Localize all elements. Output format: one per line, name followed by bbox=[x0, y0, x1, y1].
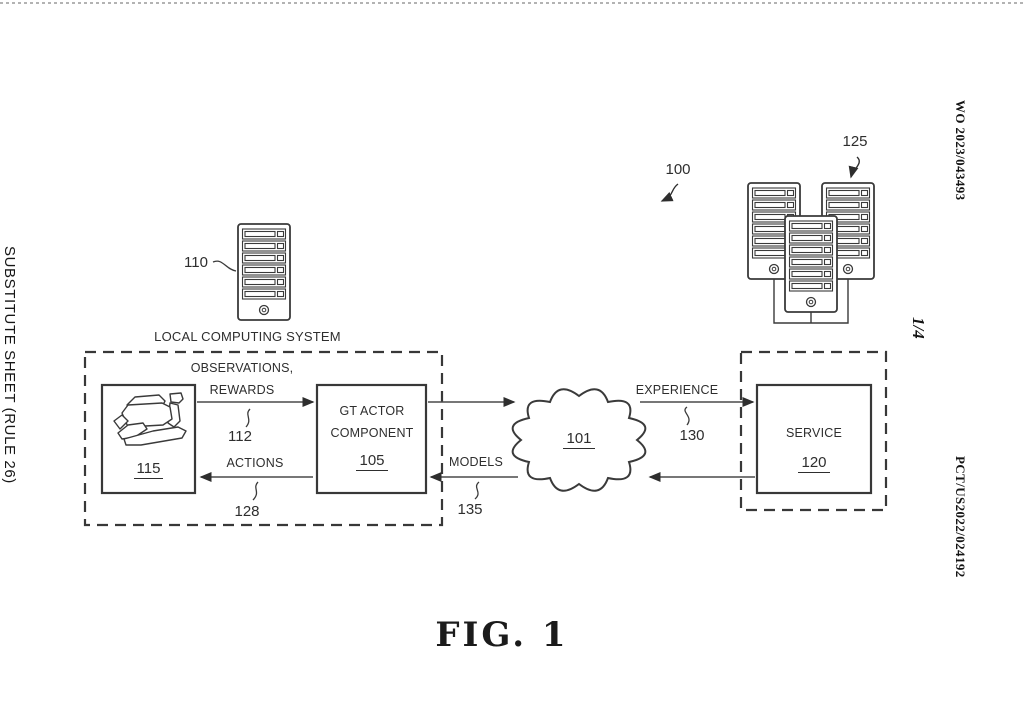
actions-label: ACTIONS bbox=[226, 456, 284, 470]
substitute-sheet-note: SUBSTITUTE SHEET (RULE 26) bbox=[1, 246, 18, 484]
ref-110: 110 bbox=[184, 254, 208, 271]
leader-112 bbox=[245, 408, 251, 428]
actor-box-line2: COMPONENT bbox=[330, 426, 414, 440]
leader-125 bbox=[848, 156, 860, 179]
figure-caption: FIG. 1 bbox=[435, 615, 569, 655]
application-number: PCT/US2022/024192 bbox=[953, 456, 968, 578]
network-cloud-icon bbox=[511, 388, 647, 492]
ref-128: 128 bbox=[234, 503, 260, 520]
leader-110 bbox=[212, 260, 237, 272]
ref-120: 120 bbox=[798, 454, 830, 473]
actor-box bbox=[315, 383, 428, 495]
service-box-ref: 120 bbox=[758, 454, 870, 473]
leader-128 bbox=[252, 481, 259, 501]
ref-105: 105 bbox=[356, 452, 388, 471]
experience-label: EXPERIENCE bbox=[635, 383, 719, 397]
models-label: MODELS bbox=[449, 455, 503, 469]
flow-leaders bbox=[245, 406, 690, 501]
service-box bbox=[755, 383, 873, 495]
sheet-number: 1/4 bbox=[909, 317, 928, 339]
publication-number: WO 2023/043493 bbox=[953, 100, 968, 201]
flow-arrows bbox=[197, 397, 755, 482]
ref-101: 101 bbox=[563, 430, 595, 449]
game-box-ref: 115 bbox=[102, 460, 195, 479]
observations-label-line2: REWARDS bbox=[209, 383, 275, 397]
actor-box-line1: GT ACTOR bbox=[339, 404, 405, 418]
ref-100: 100 bbox=[665, 161, 691, 178]
cloud-ref: 101 bbox=[529, 430, 629, 449]
server-tower-icon bbox=[237, 223, 291, 321]
ref-112: 112 bbox=[228, 428, 252, 445]
local-system-boundary bbox=[83, 350, 444, 527]
server-cluster-icon bbox=[747, 182, 875, 324]
ref-135: 135 bbox=[457, 501, 483, 518]
observations-label-line1: OBSERVATIONS, bbox=[190, 361, 294, 375]
top-perforation-rule bbox=[0, 2, 1024, 4]
service-label: SERVICE bbox=[785, 426, 843, 440]
leader-130 bbox=[684, 406, 690, 426]
game-car-icon bbox=[113, 392, 187, 446]
service-system-boundary bbox=[739, 350, 888, 512]
leader-135 bbox=[474, 481, 480, 500]
ref-125: 125 bbox=[842, 133, 868, 150]
ref-115: 115 bbox=[133, 460, 164, 479]
leader-100 bbox=[660, 183, 679, 202]
ref-130: 130 bbox=[679, 427, 705, 444]
actor-box-ref: 105 bbox=[317, 452, 427, 471]
local-system-title: LOCAL COMPUTING SYSTEM bbox=[154, 329, 341, 344]
